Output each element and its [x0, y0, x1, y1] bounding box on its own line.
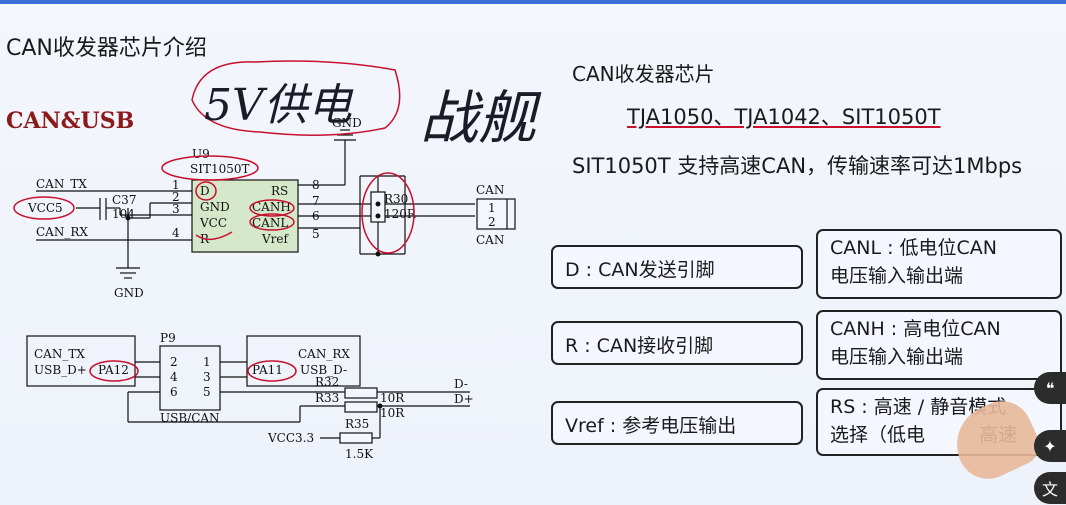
r35-value-label: 1.5K: [345, 447, 374, 461]
sparkle-glyph: ✦: [1043, 436, 1057, 456]
r35-ref-label: R35: [345, 417, 369, 431]
pin-num-5: 5: [312, 227, 320, 241]
handwritten-warship: 战舰: [420, 84, 542, 152]
top-accent-bar: [0, 0, 1066, 4]
info-box-pin-r-text: R : CAN接收引脚: [565, 335, 714, 357]
info-box-rs-line2-a: 选择（低电: [830, 424, 926, 446]
p9-can-tx-label: CAN_TX: [34, 347, 85, 361]
chip-list: TJA1050、TJA1042、SIT1050T: [627, 105, 941, 129]
info-box-canl-line1: CANL : 低电位CAN: [830, 237, 998, 259]
slide-subtitle: CAN&USB: [6, 108, 135, 134]
r30-value-label: 120R: [384, 207, 417, 221]
c37-ref-label: C37: [112, 193, 136, 207]
slide-title: CAN收发器芯片介绍: [6, 36, 207, 61]
handwritten-5v-power: 5V供电: [204, 80, 354, 131]
r32-value-label: 10R: [380, 391, 405, 405]
p9-pin-3: 3: [203, 370, 211, 384]
info-box-pin-vref-text: Vref : 参考电压输出: [565, 415, 737, 437]
info-box-pin-d: D : CAN发送引脚: [551, 245, 803, 289]
connector-pin-2: 2: [488, 215, 496, 229]
pin-canl-label: CANL: [252, 216, 288, 230]
info-box-pin-r: R : CAN接收引脚: [551, 321, 803, 365]
p9-pa12-label: PA12: [98, 363, 129, 377]
info-box-canh-line2: 电压输入输出端: [830, 346, 964, 368]
info-box-rs-line1: RS : 高速 / 静音模式: [830, 396, 1007, 418]
speed-description: SIT1050T 支持高速CAN，传输速率可达1Mbps: [572, 154, 1023, 178]
pin-num-4: 4: [172, 226, 180, 240]
u9-part-label: SIT1050T: [190, 162, 250, 176]
vcc33-net-label: VCC3.3: [267, 431, 314, 445]
pin-vcc-label: VCC: [199, 216, 227, 230]
pin-vref-label: Vref: [261, 232, 290, 246]
gnd-top-label: GND: [332, 116, 362, 130]
right-heading: CAN收发器芯片: [572, 62, 715, 86]
p9-pin-6: 6: [170, 385, 178, 399]
info-box-canh-line1: CANH : 高电位CAN: [830, 318, 1001, 340]
usb-dp-net-label: D+: [454, 392, 474, 406]
gnd-bottom-label: GND: [114, 286, 144, 300]
usb-dm-net-label: D-: [454, 377, 468, 391]
pin-num-6: 6: [312, 209, 320, 223]
pin-num-2: 2: [172, 190, 180, 204]
r33-ref-label: R33: [315, 391, 339, 405]
connector-pin-1: 1: [488, 201, 496, 215]
can-connector-top-label: CAN: [476, 183, 504, 197]
info-box-pin-canh: CANH : 高电位CAN 电压输入输出端: [816, 310, 1062, 380]
info-box-pin-canl: CANL : 低电位CAN 电压输入输出端: [816, 229, 1062, 299]
c37-value-label: 104: [112, 207, 135, 221]
p9-pin-5: 5: [203, 385, 211, 399]
pin-num-3: 3: [172, 202, 180, 216]
info-box-canl-line2: 电压输入输出端: [830, 265, 964, 287]
can-connector-bottom-label: CAN: [476, 233, 504, 247]
pin-gnd-label: GND: [200, 200, 230, 214]
translate-icon[interactable]: 文: [1034, 472, 1066, 504]
can-tx-net-label: CAN_TX: [36, 177, 87, 191]
p9-can-rx-label: CAN_RX: [298, 347, 350, 361]
p9-ref-label: P9: [160, 331, 176, 345]
info-box-pin-vref: Vref : 参考电压输出: [551, 401, 803, 445]
pin-rs-label: RS: [271, 184, 288, 198]
pin-canh-label: CANH: [252, 200, 291, 214]
r33-value-label: 10R: [380, 406, 405, 420]
p9-pin-4: 4: [170, 370, 178, 384]
p9-usb-dp-label: USB_D+: [34, 363, 87, 377]
pin-d-label: D: [200, 184, 210, 198]
u9-ref-label: U9: [192, 147, 210, 161]
pin-num-7: 7: [312, 194, 320, 208]
p9-name-label: USB/CAN: [160, 411, 220, 425]
can-rx-net-label: CAN_RX: [36, 225, 88, 239]
sparkle-icon[interactable]: ✦: [1034, 430, 1066, 462]
translate-glyph: 文: [1041, 480, 1058, 499]
r30-ref-label: R30: [384, 192, 408, 206]
quote-icon[interactable]: ❝: [1034, 372, 1066, 404]
r32-ref-label: R32: [315, 375, 339, 389]
vcc5-net-label: VCC5: [27, 201, 63, 215]
pin-num-8: 8: [312, 178, 320, 192]
p9-usb-dm-label: USB_D-: [300, 363, 347, 377]
p9-pin-1: 1: [203, 355, 211, 369]
pin-num-1: 1: [172, 178, 180, 192]
p9-pa11-label: PA11: [252, 363, 283, 377]
quote-glyph: ❝: [1045, 378, 1055, 398]
p9-pin-2: 2: [170, 355, 178, 369]
info-box-pin-d-text: D : CAN发送引脚: [565, 259, 715, 281]
